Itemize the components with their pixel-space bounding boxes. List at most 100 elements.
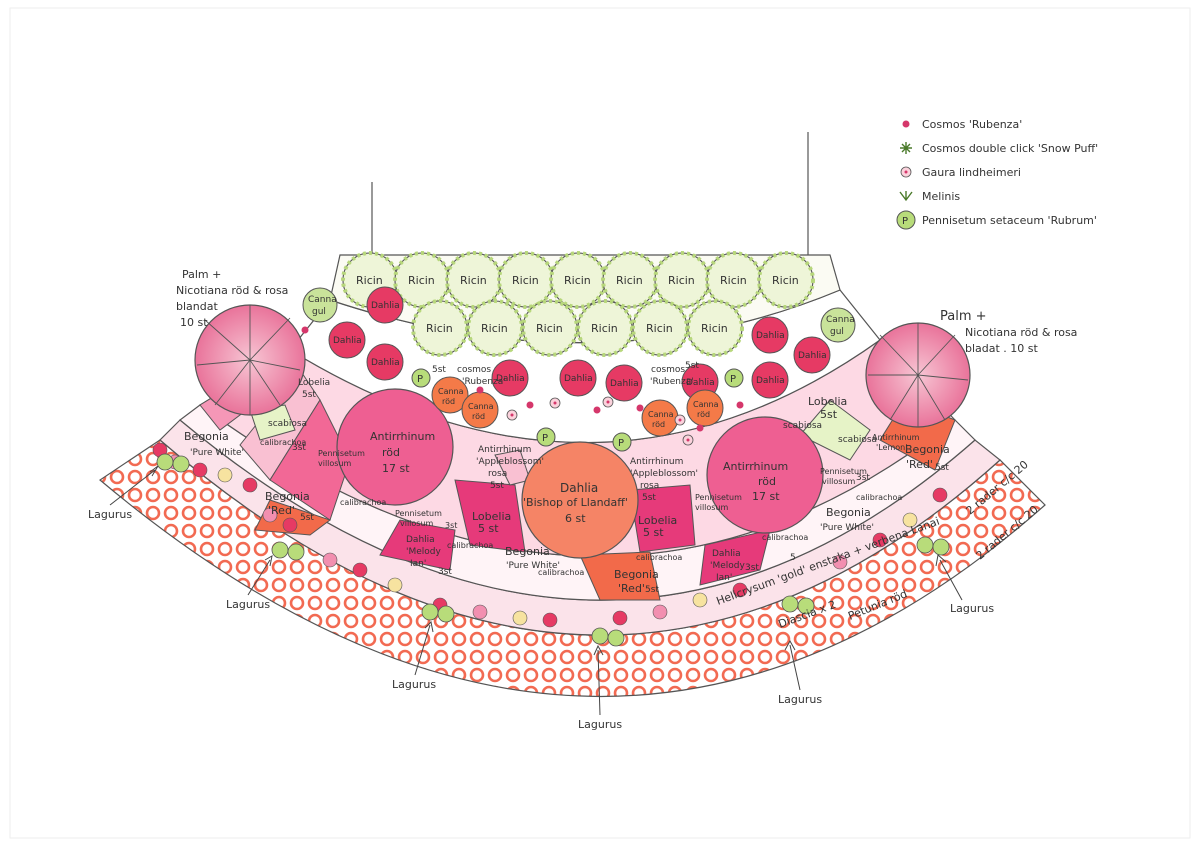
svg-text:Lagurus: Lagurus — [88, 508, 132, 521]
band-plant-dot — [282, 517, 298, 533]
svg-text:5st: 5st — [820, 408, 838, 421]
svg-text:3st: 3st — [438, 567, 452, 577]
svg-text:villosum: villosum — [695, 503, 729, 512]
cosmos-dot — [736, 401, 744, 409]
palm-right-label: Palm + Nicotiana röd & rosa bladat . 10 … — [940, 309, 1077, 355]
lagurus-marker — [271, 541, 289, 559]
p-glyph: P — [730, 374, 736, 385]
antirrhinum-appleblossom-right-label: Antirrhinum 'Appleblossom' rosa 5st — [630, 457, 698, 503]
antirrhinum-rod-right-label: Antirrhinum röd 17 st — [723, 460, 788, 503]
dahlia-label: Dahlia — [756, 331, 785, 341]
ricin-label: Ricin — [408, 274, 435, 287]
svg-text:Canna: Canna — [308, 295, 337, 305]
svg-text:5st: 5st — [302, 390, 316, 400]
p-circle-icon — [896, 210, 916, 230]
svg-text:röd: röd — [382, 446, 400, 459]
dahlia-label: Dahlia — [798, 351, 827, 361]
svg-text:'Appleblossom': 'Appleblossom' — [630, 469, 698, 479]
svg-text:'Bishop of Llandaff': 'Bishop of Llandaff' — [523, 496, 628, 509]
gaura-marker — [506, 409, 518, 421]
ricin-label: Ricin — [356, 274, 383, 287]
gaura-marker — [549, 397, 561, 409]
ricin-plant: Ricin — [411, 299, 469, 357]
svg-text:'Lemon': 'Lemon' — [876, 443, 907, 452]
svg-text:Begonia: Begonia — [505, 545, 550, 558]
legend-item: Melinis — [899, 190, 960, 203]
svg-text:calibrachoa: calibrachoa — [636, 553, 682, 562]
calibrachoa-labels: calibrachoa calibrachoa calibrachoa cali… — [260, 438, 902, 577]
svg-text:'Red': 'Red' — [906, 458, 933, 471]
band-plant-dot — [832, 554, 848, 570]
canna-rod-label: Canna — [693, 400, 719, 409]
svg-text:Lagurus: Lagurus — [226, 598, 270, 611]
dahlia-label: Dahlia — [564, 374, 593, 384]
lagurus-marker — [932, 538, 950, 556]
ricin-plant: Ricin — [705, 251, 763, 309]
legend: Cosmos 'Rubenza'Cosmos double click 'Sno… — [896, 118, 1098, 230]
dahlia-plant: Dahlia — [559, 359, 597, 397]
ricin-label: Ricin — [616, 274, 643, 287]
svg-text:Ian': Ian' — [410, 559, 426, 569]
ricin-label: Ricin — [591, 322, 618, 335]
gaura-marker — [674, 414, 686, 426]
cosmos-dot — [593, 406, 601, 414]
svg-text:gul: gul — [830, 327, 844, 337]
band-plant-dot — [472, 604, 488, 620]
svg-text:Pennisetum: Pennisetum — [318, 449, 365, 458]
svg-text:P: P — [902, 216, 908, 227]
band-plant-dot — [242, 477, 258, 493]
ricin-label: Ricin — [512, 274, 539, 287]
svg-text:scabiosa: scabiosa — [838, 435, 877, 445]
ricin-label: Ricin — [720, 274, 747, 287]
svg-text:Antirrhinum: Antirrhinum — [872, 433, 920, 442]
cosmos-rubenza-left-label: cosmos 'Rubenza' 5st — [432, 365, 506, 387]
dahlia-label: Dahlia — [496, 374, 525, 384]
ricin-label: Ricin — [701, 322, 728, 335]
svg-text:Antirrhinum: Antirrhinum — [723, 460, 788, 473]
canna-rod-label: Canna — [648, 410, 674, 419]
lagurus-marker — [156, 453, 174, 471]
svg-text:gul: gul — [312, 307, 326, 317]
dahlia-label: Dahlia — [756, 376, 785, 386]
palm-left-line-1: Palm + — [182, 268, 221, 281]
band-plant-dot — [217, 467, 233, 483]
svg-text:calibrachoa: calibrachoa — [340, 498, 386, 507]
svg-text:'Melody: 'Melody — [710, 561, 745, 571]
ricin-label: Ricin — [668, 274, 695, 287]
svg-text:cosmos: cosmos — [457, 365, 491, 375]
ricin-label: Ricin — [536, 322, 563, 335]
canna-rod-label: Canna — [468, 402, 494, 411]
svg-text:Lagurus: Lagurus — [950, 602, 994, 615]
svg-text:'Melody: 'Melody — [406, 547, 441, 557]
svg-text:5 st: 5 st — [478, 522, 499, 535]
palm-left-label: Palm + Nicotiana röd & rosa blandat 10 s… — [176, 268, 288, 329]
palm-left-line-4: 10 st — [180, 316, 208, 329]
dahlia-plant: Dahlia — [793, 336, 831, 374]
svg-text:Dahlia: Dahlia — [712, 549, 741, 559]
pennisetum-rubrum-marker: P — [612, 432, 632, 452]
cosmos-dot — [476, 386, 484, 394]
svg-text:3st: 3st — [292, 443, 306, 453]
lagurus-marker — [797, 597, 815, 615]
svg-text:Ian': Ian' — [716, 573, 732, 583]
band-plant-dot — [692, 592, 708, 608]
svg-text:Begonia: Begonia — [614, 568, 659, 581]
svg-text:Lagurus: Lagurus — [778, 693, 822, 706]
legend-item: Cosmos double click 'Snow Puff' — [900, 142, 1098, 155]
ricin-plant: Ricin — [521, 299, 579, 357]
lagurus-labels: Lagurus Lagurus Lagurus Lagurus Lagurus … — [88, 508, 994, 731]
ricin-plant: Ricin — [549, 251, 607, 309]
lagurus-marker — [437, 605, 455, 623]
svg-text:'Appleblossom': 'Appleblossom' — [476, 457, 544, 467]
svg-text:17 st: 17 st — [752, 490, 780, 503]
palm-left-line-3: blandat — [176, 300, 218, 313]
svg-text:Pennisetum: Pennisetum — [395, 509, 442, 518]
svg-text:calibrachoa: calibrachoa — [260, 438, 306, 447]
lagurus-marker — [287, 543, 305, 561]
dahlia-bishop-circle — [521, 441, 639, 559]
ricin-label: Ricin — [646, 322, 673, 335]
ricin-label: Ricin — [481, 322, 508, 335]
p-glyph: P — [417, 374, 423, 385]
